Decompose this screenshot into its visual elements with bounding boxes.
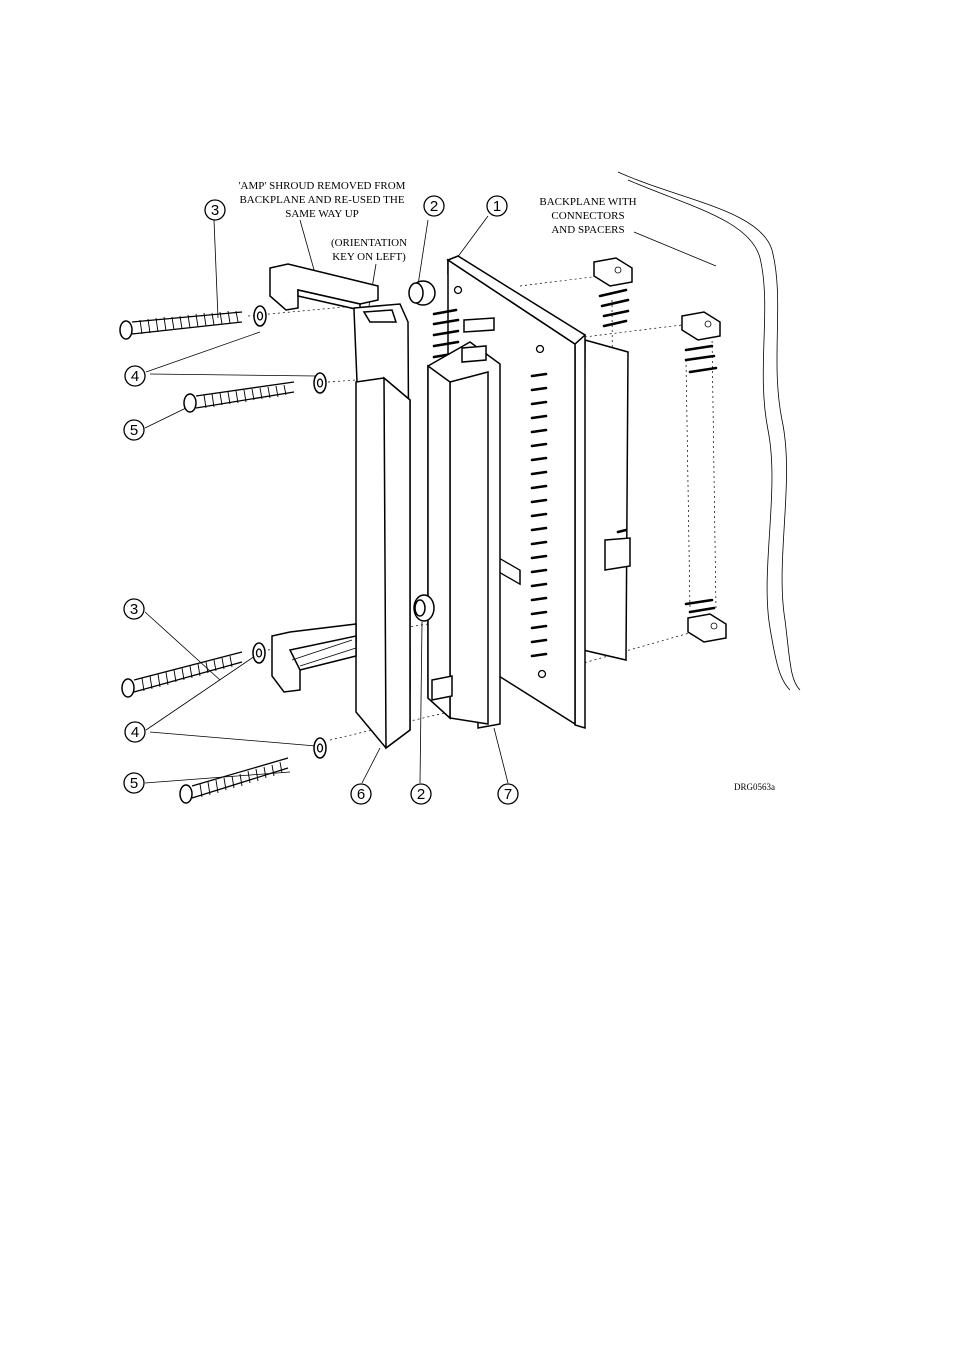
cover-plate-6 bbox=[356, 378, 410, 748]
lower-shroud-bracket bbox=[272, 624, 356, 692]
drawing-reference: DRG0563a bbox=[734, 782, 775, 792]
washer-4-middle bbox=[314, 373, 326, 393]
connector-7 bbox=[428, 342, 500, 728]
callout-2-bottom-number: 2 bbox=[417, 786, 425, 803]
callout-2-top-number: 2 bbox=[430, 198, 438, 215]
callout-3-bottom-number: 3 bbox=[130, 601, 138, 618]
callout-3-top-number: 3 bbox=[211, 202, 219, 219]
orientation-key-label-line-1: (ORIENTATION bbox=[331, 237, 407, 249]
callout-4-bottom-number: 4 bbox=[131, 724, 139, 741]
backplane-label: BACKPLANE WITH CONNECTORS AND SPACERS bbox=[539, 196, 636, 236]
spacer-2-top bbox=[409, 281, 435, 305]
screw-5-top bbox=[184, 382, 294, 412]
callout-1-number: 1 bbox=[493, 198, 501, 215]
callout-6: 6 bbox=[351, 784, 371, 804]
enclosure-wall-outline bbox=[618, 172, 800, 690]
callout-3-top: 3 bbox=[205, 200, 225, 220]
spacer-2-bottom bbox=[414, 595, 434, 621]
callout-5-top-number: 5 bbox=[130, 422, 138, 439]
callout-5-top: 5 bbox=[124, 420, 144, 440]
callout-2-bottom: 2 bbox=[411, 784, 431, 804]
washer-4-top bbox=[254, 306, 266, 326]
callout-1: 1 bbox=[487, 196, 507, 216]
screw-3-top bbox=[120, 311, 242, 339]
washer-4-lower bbox=[253, 643, 265, 663]
backplane-label-line-1: BACKPLANE WITH bbox=[539, 196, 636, 208]
callout-7: 7 bbox=[498, 784, 518, 804]
callout-4-top: 4 bbox=[125, 366, 145, 386]
amp-shroud-label: 'AMP' SHROUD REMOVED FROM BACKPLANE AND … bbox=[239, 180, 406, 220]
orientation-key-label-line-2: KEY ON LEFT) bbox=[332, 251, 406, 263]
washer-4-bottom bbox=[314, 738, 326, 758]
callout-6-number: 6 bbox=[357, 786, 365, 803]
backplane-label-line-3: AND SPACERS bbox=[551, 224, 624, 236]
callout-7-number: 7 bbox=[504, 786, 512, 803]
orientation-key-label: (ORIENTATION KEY ON LEFT) bbox=[331, 237, 407, 263]
callout-3-bottom: 3 bbox=[124, 599, 144, 619]
amp-shroud-label-line-2: BACKPLANE AND RE-USED THE bbox=[239, 194, 404, 206]
screw-3-bottom bbox=[122, 652, 242, 697]
callout-5-bottom-number: 5 bbox=[130, 775, 138, 792]
backplane-label-line-2: CONNECTORS bbox=[551, 210, 624, 222]
callout-4-top-number: 4 bbox=[131, 368, 139, 385]
amp-shroud-label-line-1: 'AMP' SHROUD REMOVED FROM bbox=[239, 180, 406, 192]
callout-4-bottom: 4 bbox=[125, 722, 145, 742]
amp-shroud-label-line-3: SAME WAY UP bbox=[285, 208, 359, 220]
callout-5-bottom: 5 bbox=[124, 773, 144, 793]
callout-2-top: 2 bbox=[424, 196, 444, 216]
screw-5-bottom bbox=[180, 758, 288, 803]
